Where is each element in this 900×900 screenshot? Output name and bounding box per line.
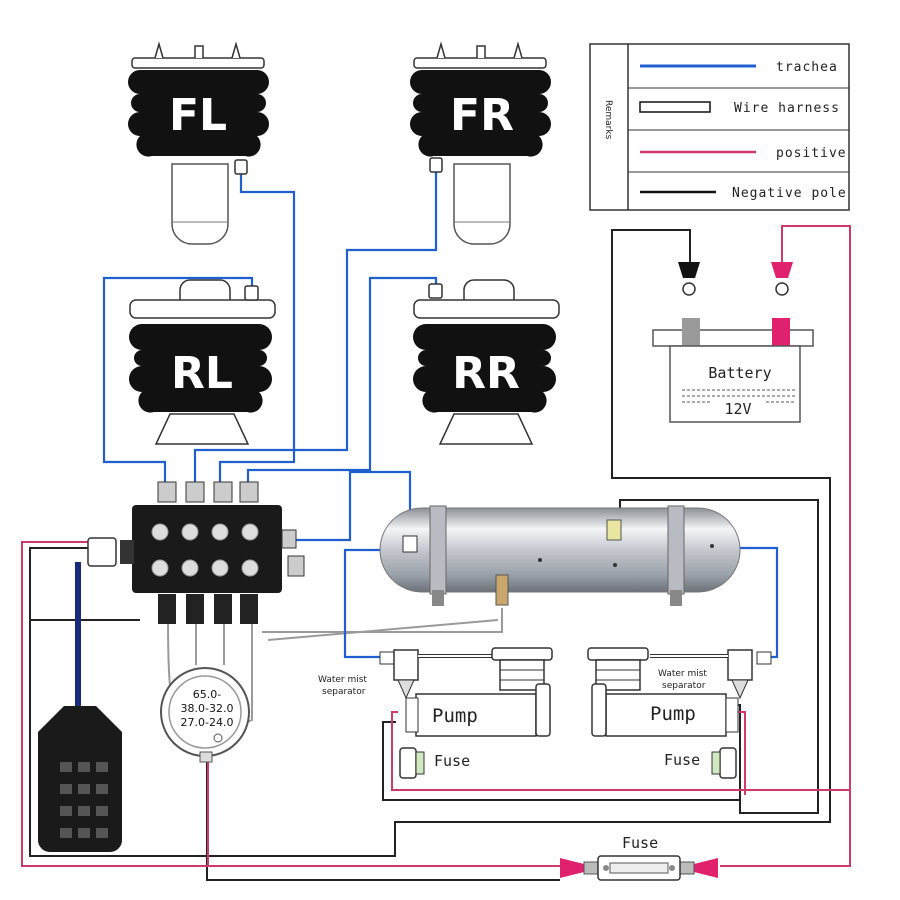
compressor-left: Water mist separator Pump Fuse [318, 647, 553, 779]
negative-terminal-clamp [678, 262, 700, 278]
gauge-line-3: 27.0-24.0 [181, 716, 234, 729]
pump-left-label: Pump [432, 705, 478, 727]
fuse-right-label: Fuse [664, 751, 700, 769]
separator-right-line2: separator [662, 681, 706, 691]
legend-label-negative: Negative pole [732, 186, 847, 201]
battery-label: Battery [708, 364, 771, 382]
air-bag-fr: FR [410, 41, 551, 245]
separator-left-line2: separator [322, 687, 366, 697]
main-fuse: Fuse [560, 834, 718, 881]
pressure-gauge: 65.0- 38.0-32.0 27.0-24.0 [160, 667, 250, 763]
battery-voltage: 12V [724, 400, 751, 418]
negative-wires [29, 229, 831, 881]
positive-wires [21, 225, 851, 867]
legend-swatch-wire-harness [639, 101, 711, 113]
air-bag-fl: FL [128, 41, 269, 245]
legend-title: Remarks [603, 100, 613, 140]
fuse-main-label: Fuse [622, 834, 658, 852]
bag-label-fr: FR [450, 90, 514, 141]
remote-controller [38, 562, 122, 852]
legend-label-wire-harness: Wire harness [734, 101, 840, 116]
gauge-line-2: 38.0-32.0 [181, 702, 234, 715]
bag-label-rr: RR [452, 348, 520, 399]
pump-right-label: Pump [650, 703, 696, 725]
air-lines [102, 170, 779, 659]
fuse-left-label: Fuse [434, 752, 470, 770]
air-bag-rr: RR [413, 279, 560, 445]
positive-terminal-clamp [771, 262, 793, 278]
bag-label-fl: FL [169, 90, 227, 141]
legend-label-trachea: trachea [776, 60, 838, 75]
compressor-right: Water mist separator Pump Fuse [587, 647, 772, 779]
bag-label-rl: RL [171, 348, 233, 399]
air-tank [379, 505, 741, 606]
separator-right-line1: Water mist [658, 669, 707, 679]
battery: Battery 12V [652, 262, 814, 423]
gauge-line-1: 65.0- [193, 688, 221, 701]
valve-manifold [87, 481, 305, 624]
legend-box: Remarks trachea Wire harness positive Ne… [589, 43, 850, 211]
separator-left-line1: Water mist [318, 675, 367, 685]
air-bag-rl: RL [129, 279, 276, 445]
legend-label-positive: positive [776, 146, 847, 161]
